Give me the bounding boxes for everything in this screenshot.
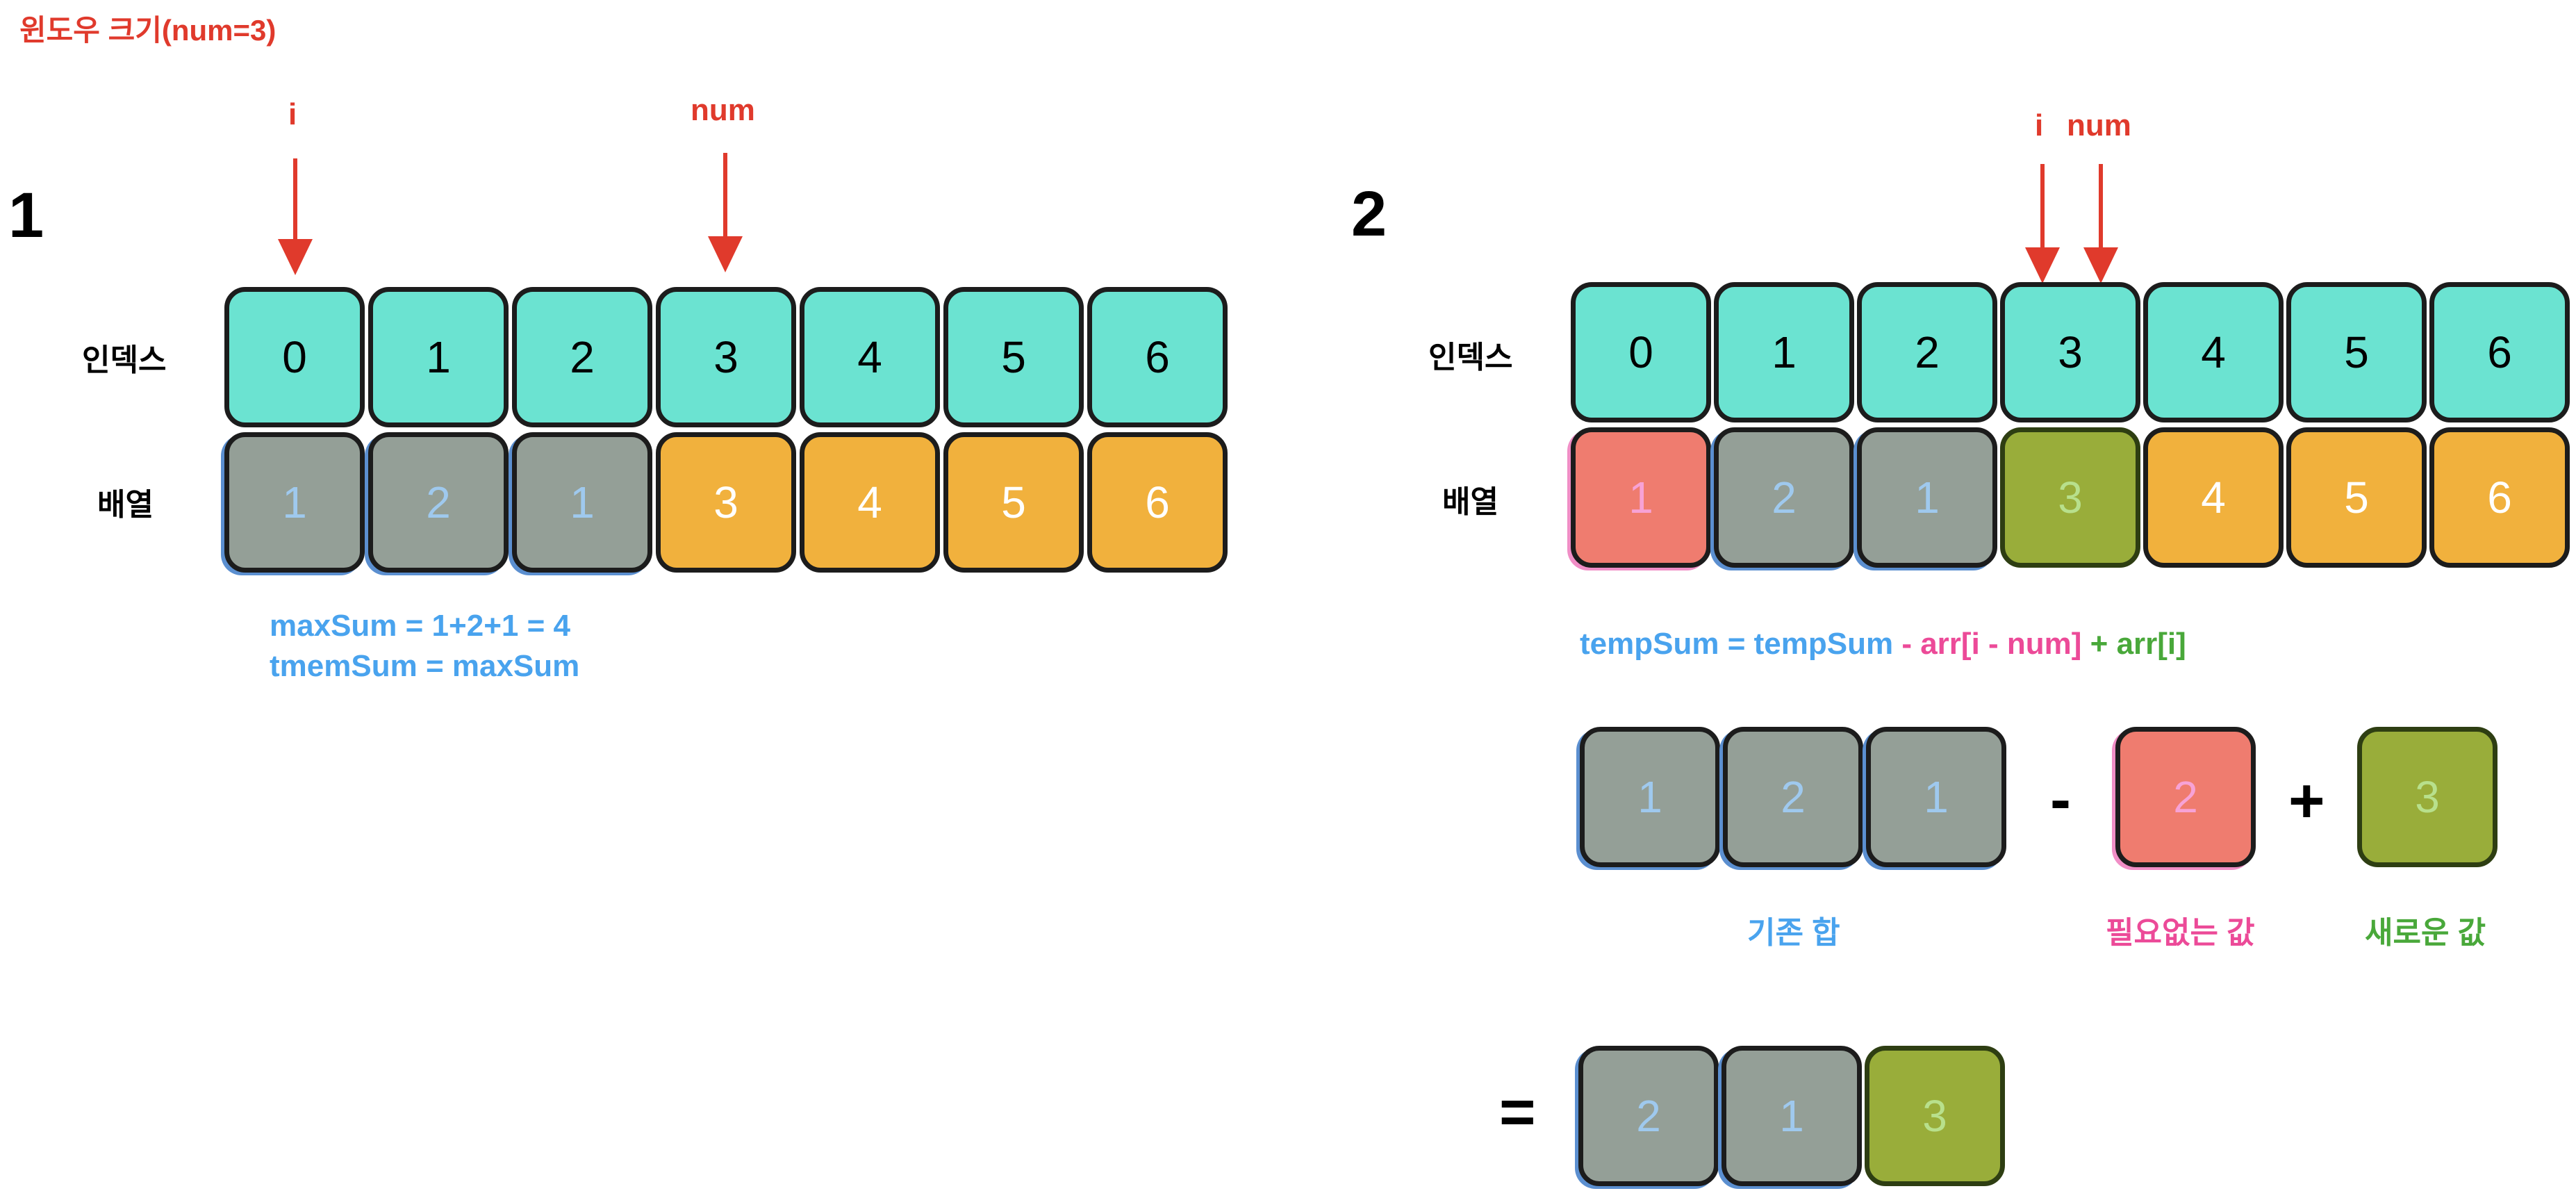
index-row-label: 인덱스 — [1428, 340, 1513, 375]
existing-sum-cell: 1 — [1866, 727, 2006, 867]
array-cell: 5 — [2286, 427, 2427, 568]
index-cell: 4 — [2143, 282, 2284, 422]
index-cell: 2 — [512, 287, 652, 427]
panel-1-number: 1 — [8, 180, 44, 251]
removed-value-cell: 2 — [2115, 727, 2256, 867]
array-cell-removed: 1 — [1571, 427, 1711, 568]
formula-added-term: + arr[i] — [2081, 627, 2186, 661]
equals-sign: = — [1499, 1078, 1536, 1147]
existing-sum-cell: 1 — [1580, 727, 1720, 867]
formula-base: tempSum = tempSum — [1580, 627, 1894, 661]
tempsum-assign: tmemSum = maxSum — [270, 649, 580, 683]
caption-removed-value: 필요없는 값 — [2106, 916, 2255, 950]
index-cell: 1 — [1714, 282, 1854, 422]
pointer-i-arrow-icon — [278, 158, 313, 275]
array-cell-added: 3 — [2000, 427, 2140, 568]
array-cell: 4 — [2143, 427, 2284, 568]
index-cell: 1 — [368, 287, 509, 427]
result-cell: 1 — [1722, 1046, 1862, 1186]
array-cell: 5 — [943, 432, 1084, 573]
index-row-label: 인덱스 — [82, 343, 167, 377]
caption-new-value: 새로운 값 — [2365, 916, 2486, 950]
index-cell: 0 — [224, 287, 365, 427]
array-cell: 3 — [656, 432, 796, 573]
index-cell: 6 — [1087, 287, 1228, 427]
pointer-num-arrow-icon — [708, 153, 743, 272]
pointer-i-label: i — [288, 97, 297, 131]
index-cell: 3 — [2000, 282, 2140, 422]
array-cell-window: 2 — [368, 432, 509, 573]
formula-removed-term: - arr[i - num] — [1893, 627, 2082, 661]
array-row-label: 배열 — [1442, 485, 1498, 519]
index-cell: 5 — [2286, 282, 2427, 422]
index-cell: 5 — [943, 287, 1084, 427]
array-cell: 4 — [800, 432, 940, 573]
pointer-i-arrow-icon — [2025, 164, 2060, 284]
minus-sign: - — [2050, 765, 2071, 835]
array-row-label: 배열 — [97, 488, 154, 522]
maxsum-formula: maxSum = 1+2+1 = 4 — [270, 609, 570, 643]
pointer-i-label: i — [2035, 108, 2044, 142]
pointer-num-label: num — [691, 93, 755, 127]
array-cell: 6 — [1087, 432, 1228, 573]
pointer-num-arrow-icon — [2083, 164, 2118, 284]
result-cell-added: 3 — [1865, 1046, 2005, 1186]
array-cell: 6 — [2429, 427, 2570, 568]
result-cell: 2 — [1578, 1046, 1719, 1186]
index-cell: 2 — [1857, 282, 1997, 422]
array-cell-window: 2 — [1714, 427, 1854, 568]
tempsum-formula: tempSum = tempSum - arr[i - num] + arr[i… — [1580, 627, 2186, 662]
array-cell-window: 1 — [1857, 427, 1997, 568]
plus-sign: + — [2288, 766, 2325, 836]
array-cell-window: 1 — [224, 432, 365, 573]
page-title: 윈도우 크기(num=3) — [19, 14, 276, 47]
index-cell: 6 — [2429, 282, 2570, 422]
existing-sum-cell: 2 — [1723, 727, 1863, 867]
panel-2-number: 2 — [1351, 179, 1387, 249]
pointer-num-label: num — [2067, 108, 2131, 142]
index-cell: 0 — [1571, 282, 1711, 422]
index-cell: 4 — [800, 287, 940, 427]
index-cell: 3 — [656, 287, 796, 427]
new-value-cell: 3 — [2357, 727, 2497, 867]
caption-existing-sum: 기존 합 — [1747, 916, 1840, 950]
array-cell-window: 1 — [512, 432, 652, 573]
